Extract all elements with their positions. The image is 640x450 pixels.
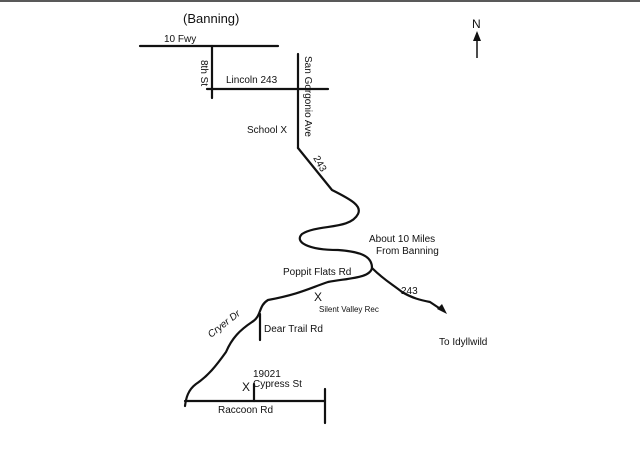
- label-poppit-flats: Poppit Flats Rd: [283, 267, 351, 278]
- label-8th-st: 8th St: [198, 60, 209, 86]
- arrow-to-idyllwild-icon: [437, 304, 447, 314]
- silent-valley-marker: X: [314, 290, 322, 304]
- label-raccoon-rd: Raccoon Rd: [218, 405, 273, 416]
- label-cryer-dr: Cryer Dr: [206, 308, 243, 340]
- label-dear-trail: Dear Trail Rd: [264, 324, 323, 335]
- destination-marker: X: [242, 380, 250, 394]
- map-title: (Banning): [183, 11, 239, 26]
- label-lincoln: Lincoln 243: [226, 75, 278, 86]
- road-243-winding: [183, 146, 374, 408]
- label-243-right: 243: [401, 286, 418, 297]
- label-address-number: 19021: [253, 369, 281, 380]
- road-243-to-idyllwild: [370, 266, 444, 312]
- north-arrow-icon: N: [472, 17, 481, 58]
- label-243-top: 243: [310, 154, 328, 174]
- label-cypress-st: Cypress St: [253, 379, 302, 390]
- label-about-line1: About 10 Miles: [369, 234, 435, 245]
- label-about-line2: From Banning: [376, 246, 439, 257]
- north-label: N: [472, 17, 481, 31]
- label-silent-valley: Silent Valley Rec: [319, 305, 379, 314]
- label-10-fwy: 10 Fwy: [164, 34, 196, 45]
- label-to-idyllwild: To Idyllwild: [439, 337, 487, 348]
- label-san-gorgonio: San Gorgonio Ave: [302, 56, 313, 137]
- label-school: School X: [247, 125, 287, 136]
